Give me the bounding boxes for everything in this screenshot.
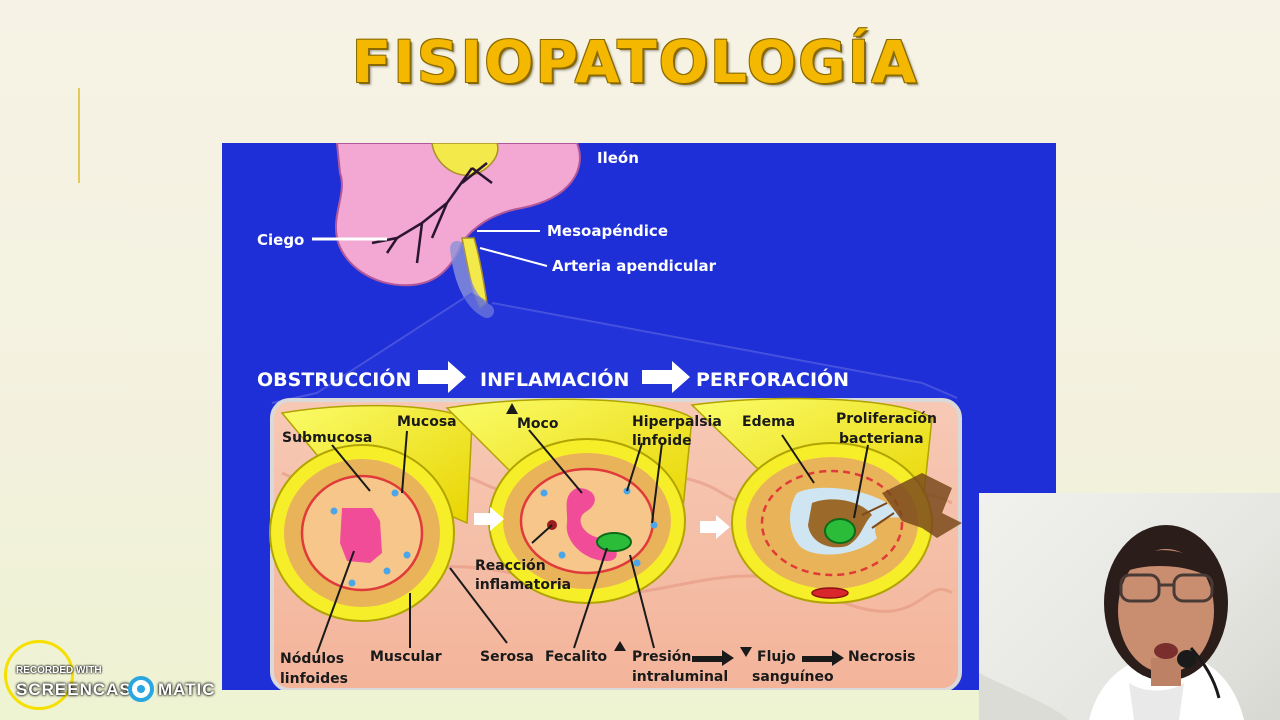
cecum-illustration	[336, 143, 580, 311]
screencast-logo-icon	[128, 676, 154, 702]
decorative-line	[78, 88, 80, 183]
label-reaccion-2: inflamatoria	[475, 577, 571, 593]
label-presion-1: Presión	[632, 649, 691, 665]
label-mucosa: Mucosa	[397, 414, 457, 430]
label-proliferacion-1: Proliferación	[836, 411, 937, 427]
label-flujo-2: sanguíneo	[752, 669, 834, 685]
label-necrosis: Necrosis	[848, 649, 916, 665]
appendicitis-diagram: Ileón Ciego Mesoapéndice Arteria apendic…	[222, 143, 1056, 690]
label-hiperplasia-2: linfoide	[632, 433, 692, 449]
label-ileon: Ileón	[597, 149, 639, 167]
label-hiperplasia-1: Hiperpalsia	[632, 414, 722, 430]
label-presion-2: intraluminal	[632, 669, 728, 685]
slide-title: FISIOPATOLOGÍA	[0, 28, 1270, 96]
label-perforacion: PERFORACIÓN	[696, 367, 849, 391]
screencast-watermark: RECORDED WITH SCREENCAST MATIC	[12, 662, 242, 712]
label-ciego: Ciego	[257, 231, 304, 249]
label-nodulos-2: linfoides	[280, 671, 348, 687]
label-serosa: Serosa	[480, 649, 534, 665]
label-proliferacion-2: bacteriana	[839, 431, 924, 447]
label-moco: Moco	[517, 416, 559, 432]
label-inflamacion: INFLAMACIÓN	[480, 367, 629, 391]
arteria-pointer	[480, 248, 547, 266]
presenter-video	[979, 493, 1280, 720]
webcam-overlay	[979, 493, 1280, 720]
diagram-illustration: Ileón Ciego Mesoapéndice Arteria apendic…	[222, 143, 1056, 690]
label-reaccion-1: Reacción	[475, 558, 546, 574]
watermark-screencast: SCREENCAST	[16, 680, 143, 700]
label-submucosa: Submucosa	[282, 430, 372, 446]
watermark-recorded: RECORDED WITH	[16, 665, 102, 676]
label-arteria: Arteria apendicular	[552, 257, 717, 275]
label-nodulos-1: Nódulos	[280, 651, 344, 667]
label-muscular: Muscular	[370, 649, 442, 665]
label-flujo-1: Flujo	[757, 649, 796, 665]
label-fecalito: Fecalito	[545, 649, 608, 665]
label-mesoapendice: Mesoapéndice	[547, 222, 668, 240]
label-edema: Edema	[742, 414, 795, 430]
label-obstruccion: OBSTRUCCIÓN	[257, 367, 411, 391]
watermark-matic: MATIC	[158, 680, 216, 700]
